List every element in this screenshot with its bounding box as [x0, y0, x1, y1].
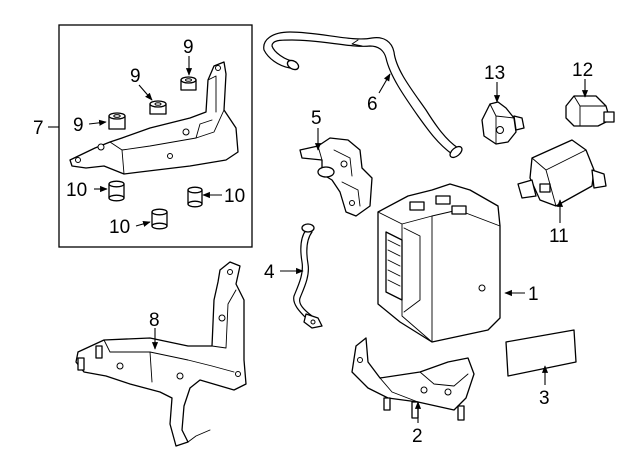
callout-9: 9 — [130, 66, 141, 87]
part-1-modulator — [377, 183, 501, 343]
callout-8: 8 — [149, 310, 160, 331]
part-10-collar — [151, 208, 168, 230]
callout-3: 3 — [539, 388, 550, 409]
callout-9: 9 — [183, 37, 194, 58]
part-12-sensor — [565, 95, 615, 127]
callout-2: 2 — [412, 426, 423, 447]
part-4-tube — [293, 223, 323, 329]
part-9-grommet — [149, 100, 167, 115]
callout-10: 10 — [66, 180, 87, 201]
callout-11: 11 — [549, 226, 569, 247]
leader-lines — [48, 56, 589, 423]
callout-10: 10 — [224, 186, 245, 207]
callout-4: 4 — [264, 262, 275, 283]
callout-5: 5 — [311, 108, 322, 129]
callout-1: 1 — [528, 284, 539, 305]
part-13-sensor — [481, 101, 525, 145]
part-5-sensor — [299, 137, 373, 217]
part-9-grommet — [108, 112, 126, 130]
callout-6: 6 — [367, 94, 378, 115]
callout-9: 9 — [73, 115, 84, 136]
callout-7: 7 — [33, 118, 44, 139]
part-9-grommet — [180, 76, 197, 91]
part-10-collar — [187, 186, 203, 208]
inset-frame — [58, 24, 253, 248]
part-7-bracket — [69, 61, 239, 175]
part-10-collar — [108, 180, 125, 202]
callout-12: 12 — [572, 60, 593, 81]
part-2-bracket — [351, 337, 475, 421]
part-6-hose — [263, 31, 463, 159]
part-11-module — [517, 139, 607, 207]
part-8-bracket — [75, 261, 247, 447]
part-3-label — [505, 329, 577, 377]
callout-10: 10 — [109, 217, 130, 238]
callout-13: 13 — [484, 63, 505, 84]
